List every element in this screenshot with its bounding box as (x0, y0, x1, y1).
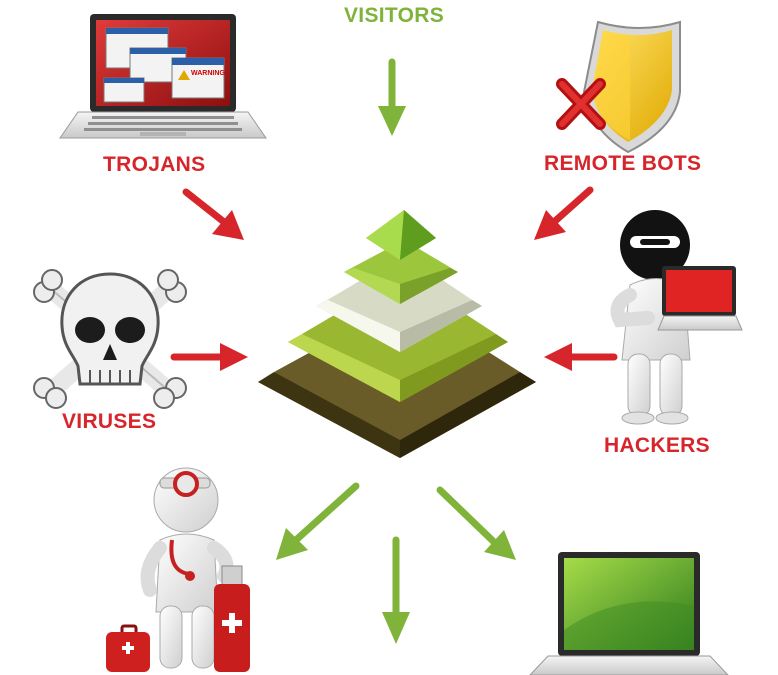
remote-bots-arrow (534, 186, 594, 240)
trojans-arrow (182, 188, 244, 240)
output-arrow-left (276, 482, 360, 560)
hackers-label: HACKERS (604, 434, 710, 457)
hacker-laptop-icon (657, 266, 743, 331)
viruses-label: VIRUSES (62, 410, 157, 433)
doctor-figure-icon (140, 467, 234, 669)
skull-crossbones-icon (33, 269, 187, 409)
output-arrow-down (382, 536, 410, 644)
remote-bots-label: REMOTE BOTS (544, 152, 702, 175)
clean-laptop-icon (529, 552, 729, 675)
visitors-arrow (378, 58, 406, 136)
shield-icon (582, 20, 681, 154)
usb-drive-icon (214, 565, 250, 672)
trojans-label: TROJANS (103, 153, 206, 176)
trojans-laptop-icon (59, 14, 267, 139)
security-pyramid (258, 210, 536, 458)
hacker-figure-icon (610, 210, 691, 425)
output-arrow-right (436, 486, 516, 560)
visitors-label: VISITORS (344, 4, 445, 27)
red-x-icon (556, 78, 606, 130)
warning-text: WARNING! (191, 70, 227, 77)
medkit-icon (106, 624, 150, 672)
hackers-arrow (544, 343, 618, 371)
viruses-arrow (170, 343, 248, 371)
